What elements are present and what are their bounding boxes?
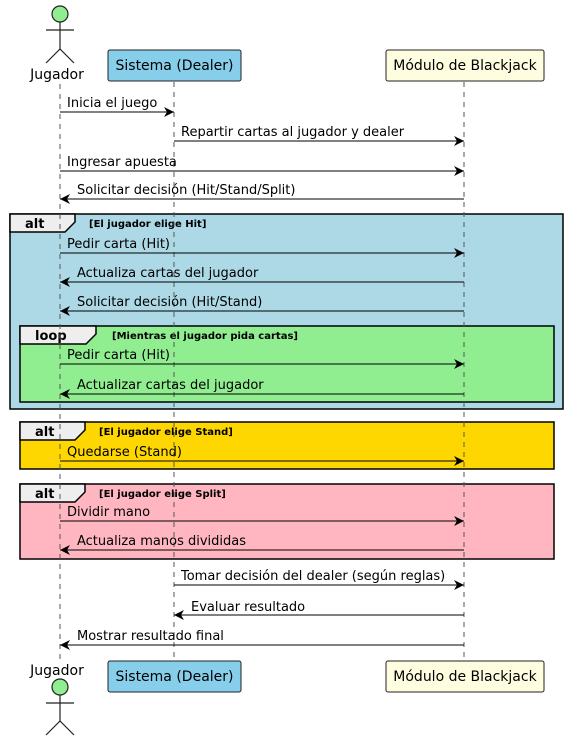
frame-alt-hit-tab [9, 213, 76, 233]
actor-player-top: Jugador [29, 5, 84, 83]
frame-alt-split-condition: [El jugador elige Split] [99, 489, 226, 500]
participant-module-box [385, 660, 545, 693]
message-label: Mostrar resultado final [77, 629, 224, 644]
message-label: Solicitar decisión (Hit/Stand/Split) [77, 183, 295, 198]
message-label: Ingresar apuesta [67, 155, 177, 170]
message-label: Repartir cartas al jugador y dealer [181, 125, 405, 140]
participant-dealer-label: Sistema (Dealer) [116, 58, 234, 74]
frame-alt-stand-keyword: alt [35, 425, 54, 440]
message-label: Quedarse (Stand) [67, 445, 182, 460]
message-label: Pedir carta (Hit) [67, 237, 170, 252]
message-label: Actualizar cartas del jugador [77, 378, 264, 393]
participant-module-box [385, 49, 545, 82]
message-label: Tomar decisión del dealer (según reglas) [180, 569, 445, 584]
participant-dealer-label: Sistema (Dealer) [116, 669, 234, 685]
frame-alt-split-keyword: alt [35, 487, 54, 502]
participant-module-label: Módulo de Blackjack [393, 669, 537, 685]
actor-player-bottom: Jugador [29, 663, 84, 736]
frame-loop-keyword: loop [35, 329, 67, 344]
frame-alt-split-tab [19, 483, 86, 503]
messages: Inicia el juego Repartir cartas al jugad… [60, 96, 464, 650]
actor-leg-left [45, 720, 61, 736]
actor-head [51, 678, 69, 696]
message-label: Evaluar resultado [191, 600, 305, 615]
frame-alt-stand-condition: [El jugador elige Stand] [99, 427, 233, 438]
participant-module-label: Módulo de Blackjack [393, 58, 537, 74]
participant-module-bottom: Módulo de Blackjack [385, 660, 545, 693]
frame-alt-stand-tab [19, 421, 86, 441]
message-label: Pedir carta (Hit) [67, 348, 170, 363]
frame-alt-hit-condition: [El jugador elige Hit] [89, 219, 206, 230]
message-label: Solicitar decisión (Hit/Stand) [77, 295, 262, 310]
frame-loop-condition: [Mientras el jugador pida cartas] [112, 331, 298, 342]
participant-dealer-box [107, 49, 242, 82]
message-label: Actualiza cartas del jugador [77, 266, 259, 281]
actor-leg-left [45, 48, 61, 64]
frame-loop-tab [19, 325, 97, 345]
actor-leg-right [59, 720, 75, 736]
actor-leg-right [59, 48, 75, 64]
participant-dealer-bottom: Sistema (Dealer) [107, 660, 242, 693]
participant-module-top: Módulo de Blackjack [385, 49, 545, 82]
frame-loop: loop [Mientras el jugador pida cartas] [19, 325, 555, 403]
participant-dealer-box [107, 660, 242, 693]
actor-head [51, 5, 69, 23]
message-label: Dividir mano [67, 505, 150, 520]
participant-dealer-top: Sistema (Dealer) [107, 49, 242, 82]
frame-alt-hit-keyword: alt [25, 217, 44, 232]
actor-player-label: Jugador [29, 67, 84, 83]
message-label: Inicia el juego [67, 96, 157, 111]
actor-player-label: Jugador [29, 663, 84, 679]
message-label: Actualiza manos divididas [77, 534, 246, 549]
